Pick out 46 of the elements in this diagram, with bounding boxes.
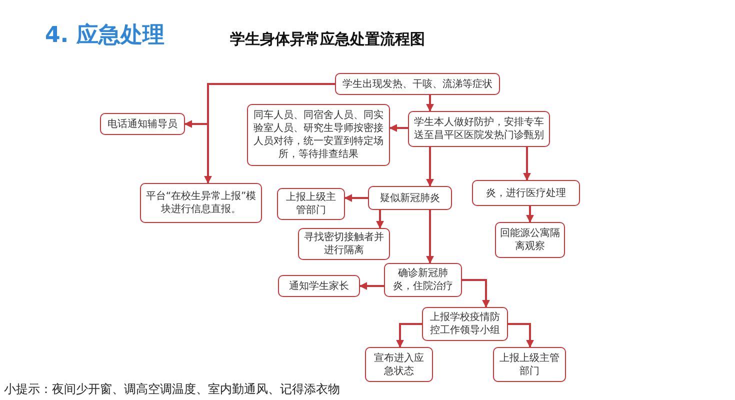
process-box: [335, 73, 500, 95]
process-box: [100, 113, 185, 135]
box-text: 电话通知辅导员: [108, 118, 178, 130]
process-box: [298, 228, 390, 260]
process-box: [384, 263, 462, 297]
arrow: [204, 83, 335, 184]
process-box: [422, 307, 508, 341]
process-box: [493, 347, 566, 382]
box-text: 回能源公寓隔离观察: [500, 227, 560, 253]
process-box: [140, 183, 262, 223]
arrow: [359, 282, 384, 290]
diagram-title: 学生身体异常应急处置流程图: [230, 30, 425, 49]
box-text: 上报上级主管部门: [498, 352, 560, 378]
process-box: [247, 104, 390, 166]
arrow: [389, 124, 408, 132]
arrow: [344, 194, 368, 202]
process-box: [408, 111, 550, 147]
box-text: 宣布进入应急状态: [373, 352, 425, 378]
box-text: 学生本人做好防护，安排专车送至昌平区医院发热门诊甄别: [413, 116, 545, 142]
arrow: [376, 210, 384, 229]
process-box: [368, 186, 452, 210]
arrow: [523, 147, 531, 181]
process-box: [472, 180, 580, 206]
box-text: 炎，进行医疗处理: [486, 186, 566, 200]
arrow: [462, 279, 490, 308]
process-box: [365, 347, 433, 382]
process-box: [495, 222, 565, 258]
box-text: 平台“在校生异常上报”模块进行信息直报。: [145, 190, 257, 216]
box-text: 学生出现发热、干咳、流涕等症状: [342, 78, 492, 90]
arrow: [426, 147, 434, 187]
process-box: [277, 188, 345, 220]
box-text: 疑似新冠肺炎: [380, 192, 440, 204]
box-text: 确诊新冠肺炎，住院治疗: [392, 267, 454, 293]
arrow: [508, 323, 534, 348]
tip-text: 小提示：夜间少开窗、调高空调温度、室内勤通风、记得添衣物: [4, 381, 340, 398]
box-text: 上报上级主管部门: [285, 191, 337, 217]
process-box: [278, 275, 360, 297]
box-text: 同车人员、同宿舍人员、同实验室人员、研究生导师按密接人员对待，统一安置到特定场所，等待排查结果: [252, 109, 384, 161]
arrow: [526, 206, 534, 223]
arrow: [426, 95, 434, 112]
arrow: [396, 323, 422, 348]
box-text: 上报学校疫情防控工作领导小组: [429, 311, 501, 337]
box-text: 通知学生家长: [289, 280, 349, 292]
arrow: [426, 210, 434, 264]
box-text: 寻找密切接触者并进行隔离: [303, 231, 385, 257]
section-heading: 4. 应急处理: [45, 22, 164, 50]
